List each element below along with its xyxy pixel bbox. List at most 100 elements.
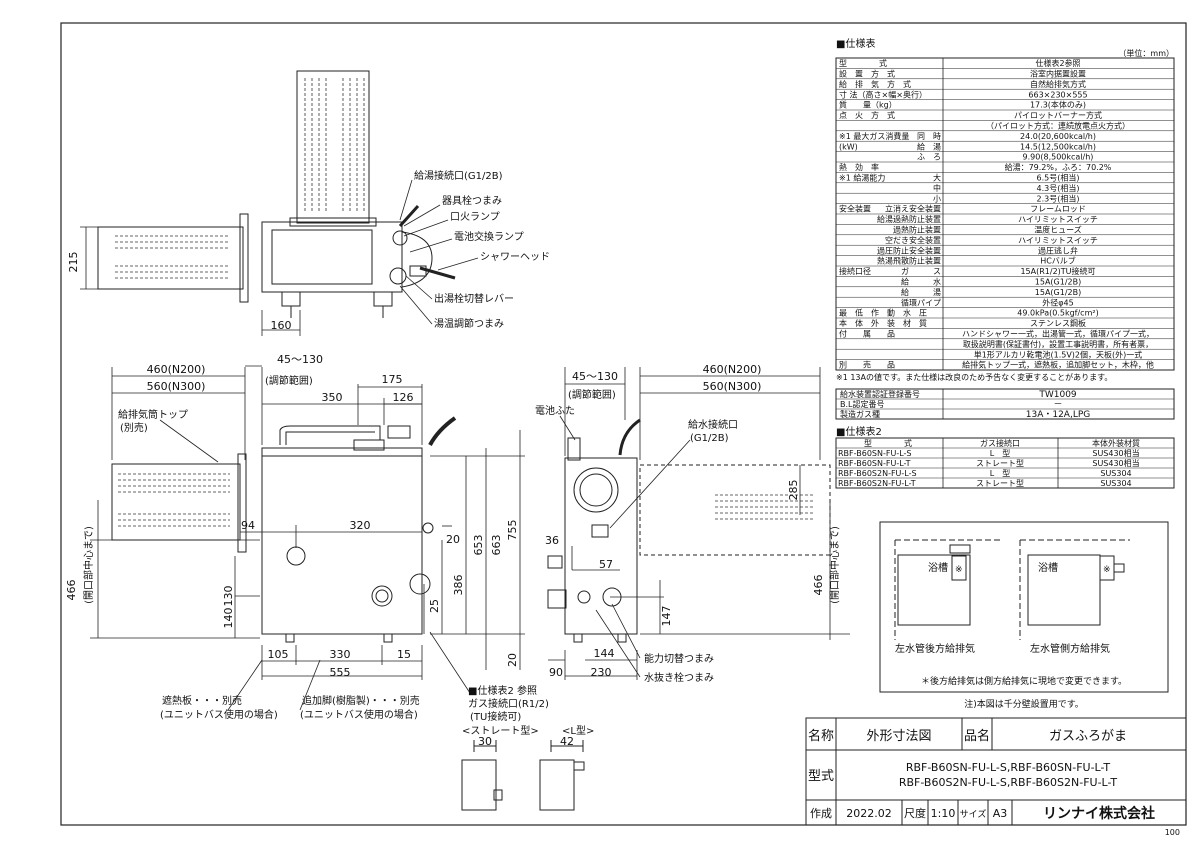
dim-36: 36 — [545, 534, 559, 547]
dim-230: 230 — [591, 666, 612, 679]
spec-row-label: 安全装置 — [839, 204, 871, 214]
install-caption-left: 左水管後方給排気 — [895, 642, 975, 655]
spec-row-value: 浴室内据置設置 — [1030, 69, 1086, 79]
label-outlet-lever: 出湯栓切替レバー — [434, 292, 514, 305]
install-mark-left: ※ — [955, 565, 963, 575]
spec-row-value: 2.3号(相当) — [1037, 193, 1080, 203]
title-scale-header: 尺度 — [904, 806, 926, 820]
title-block — [805, 717, 1187, 826]
spec-row-sublabel: 大 — [933, 173, 941, 183]
label-heat-shield-note: (ユニットバス使用の場合) — [160, 708, 278, 721]
spec-row-value: 15A(G1/2B) — [1035, 278, 1081, 287]
dim-147: 147 — [660, 606, 673, 627]
spec-row-value: 取扱説明書(保証書付)，設置工事説明書，所有者票， — [963, 339, 1153, 349]
spec-row-label: 最 低 作 動 水 圧 — [839, 308, 927, 318]
dim-215: 215 — [67, 252, 80, 273]
sheet-frame — [60, 22, 1187, 826]
spec-unit: （単位：mm） — [1118, 48, 1174, 58]
spec2-row-3-model: RBF-B60S2N-FU-L-T — [838, 479, 916, 488]
label-drain-plug: 水抜き栓つまみ — [644, 671, 714, 684]
spec-row-sublabel: 小 — [933, 194, 941, 203]
spec-row-value: 4.3号(相当) — [1037, 183, 1080, 193]
dim-25: 25 — [428, 599, 441, 613]
spec-row-sublabel: 熱湯飛散防止装置 — [877, 256, 941, 266]
install-tub-left: 浴槽 — [928, 561, 948, 574]
spec-row-value: 仕様表2参照 — [1035, 58, 1080, 68]
side-view — [547, 418, 831, 643]
spec-row-value: ハイリミットスイッチ — [1018, 215, 1098, 224]
label-battery-lid: 電池ふた — [535, 404, 575, 417]
spec-row-sublabel: 給湯過熱防止装置 — [877, 214, 941, 224]
label-spec2-ref: ■仕様表2 参照 — [468, 684, 537, 697]
label-shower-head: シャワーヘッド — [480, 252, 550, 263]
spec-row-sublabel: 過熱防止装置 — [893, 225, 941, 235]
install-tub-right: 浴槽 — [1038, 561, 1058, 574]
spec-row-sublabel: ガ ス — [901, 266, 941, 276]
spec-table: ■仕様表 （単位：mm） 型 式仕様表2参照設 置 方 式浴室内据置設置給 排 … — [835, 37, 1175, 420]
top-view — [97, 70, 456, 318]
spec-note: ※1 13Aの値です。また仕様は改良のため予告なく変更することがあります。 — [836, 372, 1112, 382]
spec-row-value: 単1形アルカリ乾電池(1.5V)2個，天板(外)一式 — [974, 349, 1143, 359]
install-mark-right: ※ — [1103, 565, 1111, 575]
spec-row-value: パイロットバーナー方式 — [1014, 110, 1102, 120]
title-scale: 1:10 — [931, 807, 956, 820]
side-view-dims — [548, 367, 850, 680]
label-water-inlet-size: (G1/2B) — [690, 433, 729, 444]
spec-row-label: 設 置 方 式 — [839, 69, 895, 79]
dim-285: 285 — [787, 480, 800, 501]
dim-57: 57 — [599, 558, 613, 571]
cert-value-1: － — [1053, 400, 1062, 410]
spec-row-value: 663×230×555 — [1028, 90, 1087, 99]
spec-row-value: ハンドシャワー一式，出湯管一式，循環パイプ一式， — [962, 329, 1154, 339]
spec2-row-1-gas: ストレート型 — [976, 459, 1024, 468]
spec-row-value: 6.5号(相当) — [1037, 173, 1080, 183]
dim-160: 160 — [271, 319, 292, 332]
spec2-row-1-model: RBF-B60SN-FU-L-T — [838, 459, 911, 468]
title-model-2: RBF-B60S2N-FU-L-S,RBF-B60S2N-FU-L-T — [899, 776, 1118, 789]
dim-460-n200-side: 460(N200) — [703, 363, 762, 376]
spec-row-value: 14.5(12,500kcal/h) — [1020, 142, 1096, 151]
spec2-table: ■仕様表2 型 式 ガス接続口 本体外装材質 RBF-B60SN-FU-L-S … — [835, 425, 1175, 489]
cert-label-1: B.L認定番号 — [840, 399, 885, 409]
spec-row-label: 型 式 — [839, 58, 887, 68]
spec2-row-2-material: SUS304 — [1100, 469, 1131, 478]
spec-row-value: ステンレス鋼板 — [1030, 318, 1086, 328]
title-name-header: 名称 — [808, 728, 834, 744]
dim-130: 130 — [222, 586, 235, 607]
spec-row-label: 寸 法（高さ×幅×奥行） — [839, 89, 927, 99]
label-battery-lamp: 電池交換ランプ — [454, 230, 524, 243]
adj-range-side: (調節範囲) — [568, 388, 616, 401]
dim-466-left: 466 — [65, 580, 78, 601]
label-exhaust-top: 給排気筒トップ — [118, 408, 188, 421]
install-note: ＊後方給排気は側方給排気に現地で変更できます。 — [921, 675, 1127, 687]
spec2-row-3-gas: ストレート型 — [976, 479, 1024, 488]
spec-row-sublabel: 空だき安全装置 — [885, 235, 941, 245]
spec-row-value: 給湯：79.2%，ふろ：70.2% — [1005, 162, 1112, 172]
spec-row-label: 本 体 外 装 材 質 — [839, 318, 927, 328]
dim-144: 144 — [594, 647, 615, 660]
dim-45-130: 45～130 — [277, 353, 323, 366]
dim-560-n300: 560(N300) — [147, 380, 206, 393]
title-product: ガスふろがま — [1049, 729, 1127, 744]
page-number: 100 — [1165, 828, 1180, 837]
dim-30: 30 — [478, 735, 492, 748]
label-hot-outlet: 給湯接続口(G1/2B) — [414, 169, 503, 182]
label-heat-shield: 遮熱板・・・別売 — [162, 694, 242, 707]
dim-20-a: 20 — [446, 533, 460, 546]
label-tu-ok: (TU接続可) — [470, 710, 521, 723]
spec-row-value: HCバルブ — [1040, 256, 1076, 266]
spec-row-value: 自然給排気方式 — [1030, 79, 1086, 89]
spec-row-value: 温度ヒューズ — [1034, 225, 1082, 235]
spec2-row-2-gas: L 型 — [990, 469, 1010, 478]
front-view — [111, 416, 457, 643]
spec-row-value: 15A(R1/2)TU接続可 — [1020, 266, 1095, 276]
spec-row-label: 熱 効 率 — [839, 162, 879, 172]
install-note2: 注)本図は千分壁設置用です。 — [964, 698, 1084, 710]
title-company: リンナイ株式会社 — [1043, 805, 1155, 822]
spec-row-sublabel: ふ ろ — [917, 153, 941, 162]
spec-row-sublabel: 給 湯 — [917, 141, 941, 151]
spec-row-sublabel: 給 水 — [901, 277, 941, 287]
spec-row-label: ※1 最大ガス消費量 — [839, 131, 909, 141]
dim-94: 94 — [241, 519, 255, 532]
